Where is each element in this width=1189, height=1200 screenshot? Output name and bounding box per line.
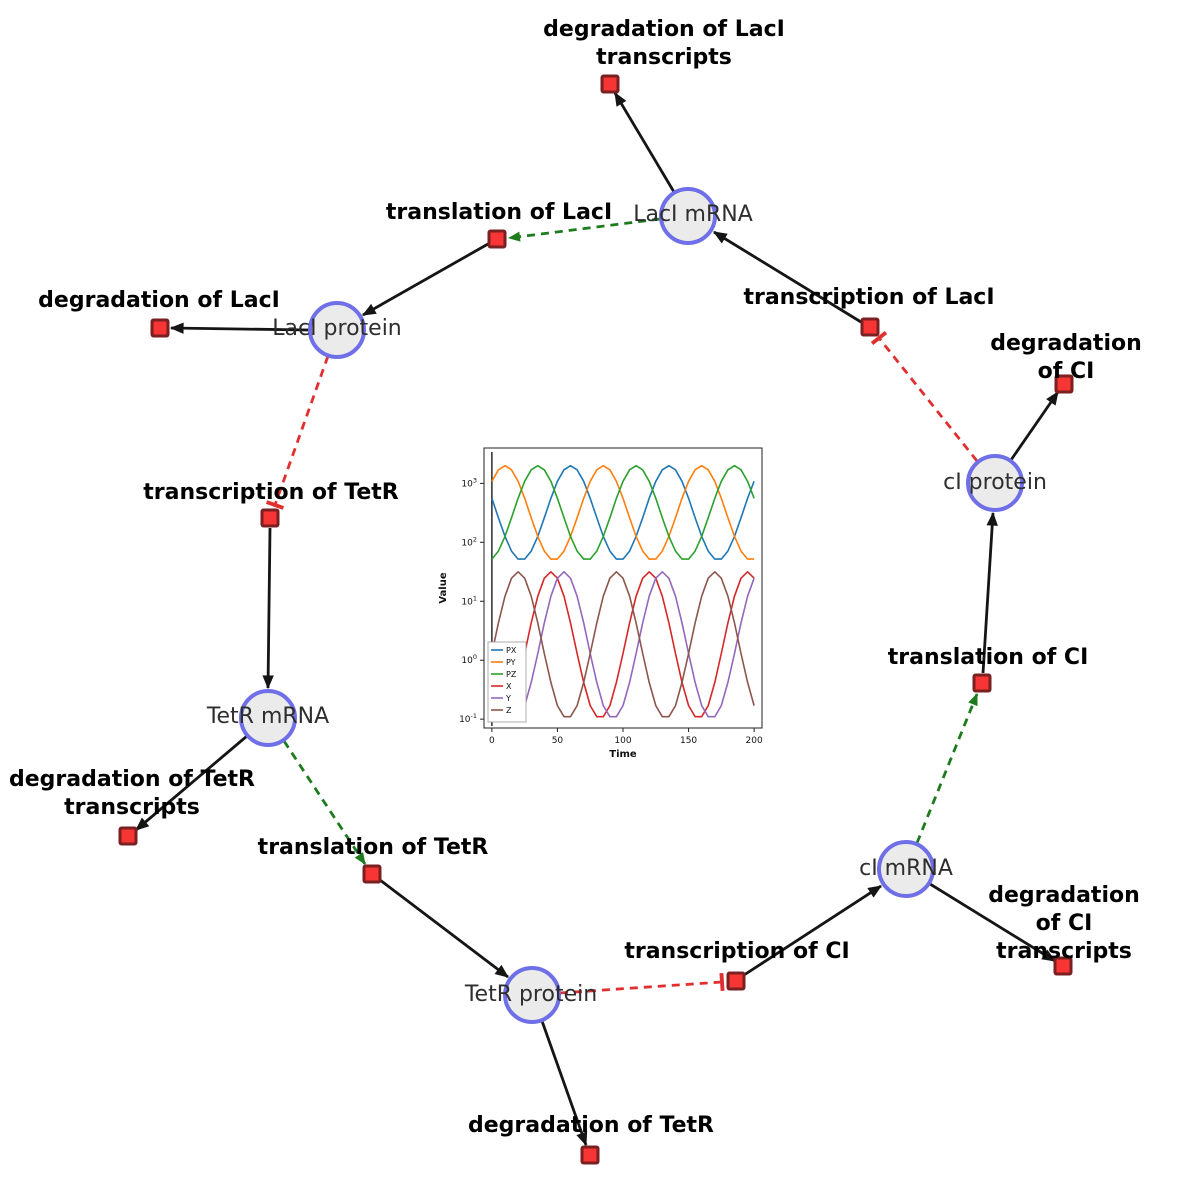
svg-text:102: 102 bbox=[461, 535, 477, 548]
species-label-laci-protein: LacI protein bbox=[272, 315, 402, 341]
reaction-node-transcription-tetr[interactable] bbox=[260, 508, 280, 528]
reaction-label-transcription-tetr: transcription of TetR bbox=[143, 479, 399, 505]
edge-ci-protein-inhibits-transcription-laci bbox=[870, 330, 979, 462]
reaction-node-translation-ci[interactable] bbox=[972, 673, 992, 693]
svg-text:103: 103 bbox=[461, 476, 477, 489]
species-node-tetr-mrna[interactable] bbox=[239, 689, 297, 747]
svg-text:200: 200 bbox=[746, 736, 763, 746]
svg-text:100: 100 bbox=[614, 736, 631, 746]
svg-text:Z: Z bbox=[506, 706, 512, 715]
edge-translation-laci-to-laci-protein bbox=[362, 242, 489, 317]
species-label-tetr-mrna: TetR mRNA bbox=[206, 703, 330, 729]
species-label-ci-protein: cI protein bbox=[943, 469, 1047, 495]
reaction-node-deg-laci-tx[interactable] bbox=[600, 74, 620, 94]
reaction-node-deg-ci[interactable] bbox=[1054, 374, 1074, 394]
species-node-tetr-protein[interactable] bbox=[503, 966, 561, 1024]
edge-translation-ci-to-ci-protein bbox=[981, 511, 998, 674]
reaction-node-deg-tetr-tx[interactable] bbox=[118, 826, 138, 846]
svg-text:X: X bbox=[506, 682, 512, 691]
species-label-tetr-protein: TetR protein bbox=[464, 981, 598, 1007]
svg-text:PX: PX bbox=[506, 646, 517, 655]
reaction-label-deg-ci-tx: degradation of CI transcripts bbox=[988, 882, 1140, 965]
edge-ci-mrna-to-deg-ci-tx bbox=[929, 882, 1056, 963]
species-node-laci-protein[interactable] bbox=[308, 301, 366, 359]
edge-tetr-mrna-to-deg-tetr-tx bbox=[135, 734, 248, 832]
edge-tetr-mrna-to-translation-tetr bbox=[282, 740, 367, 865]
svg-text:101: 101 bbox=[461, 594, 477, 607]
edge-tetr-protein-to-deg-tetr bbox=[540, 1020, 588, 1147]
species-label-ci-mrna: cI mRNA bbox=[859, 855, 953, 881]
reaction-label-deg-laci: degradation of LacI bbox=[38, 287, 280, 313]
reaction-label-deg-tetr-tx: degradation of TetR transcripts bbox=[8, 766, 256, 820]
reaction-label-transcription-ci: transcription of CI bbox=[624, 938, 850, 964]
svg-text:150: 150 bbox=[680, 736, 697, 746]
svg-text:100: 100 bbox=[461, 653, 477, 666]
reaction-node-translation-laci[interactable] bbox=[487, 229, 507, 249]
reaction-node-deg-ci-tx[interactable] bbox=[1053, 956, 1073, 976]
svg-text:50: 50 bbox=[552, 736, 564, 746]
edge-ci-mrna-to-translation-ci bbox=[915, 693, 979, 844]
reaction-label-transcription-laci: transcription of LacI bbox=[743, 284, 995, 310]
svg-text:PY: PY bbox=[506, 658, 516, 667]
edge-translation-tetr-to-tetr-protein bbox=[379, 878, 509, 979]
reaction-label-translation-tetr: translation of TetR bbox=[257, 834, 489, 860]
reaction-node-deg-laci[interactable] bbox=[150, 318, 170, 338]
reaction-label-deg-ci: degradation of CI bbox=[990, 330, 1142, 384]
svg-text:PZ: PZ bbox=[506, 670, 517, 679]
edge-laci-mrna-to-deg-laci-tx bbox=[613, 92, 676, 193]
reaction-node-deg-tetr[interactable] bbox=[580, 1145, 600, 1165]
edge-laci-protein-to-deg-laci bbox=[169, 322, 310, 334]
reaction-label-deg-laci-tx: degradation of LacI transcripts bbox=[543, 16, 785, 70]
species-node-laci-mrna[interactable] bbox=[659, 187, 717, 245]
species-label-laci-mrna: LacI mRNA bbox=[633, 201, 753, 227]
species-node-ci-mrna[interactable] bbox=[877, 840, 935, 898]
svg-text:0: 0 bbox=[489, 736, 495, 746]
edge-laci-mrna-to-translation-laci bbox=[508, 217, 661, 242]
reaction-node-transcription-ci[interactable] bbox=[726, 971, 746, 991]
reaction-label-translation-laci: translation of LacI bbox=[385, 199, 613, 225]
edge-transcription-ci-to-ci-mrna bbox=[743, 884, 882, 977]
reaction-node-transcription-laci[interactable] bbox=[860, 317, 880, 337]
species-node-ci-protein[interactable] bbox=[966, 454, 1024, 512]
svg-text:Value: Value bbox=[438, 572, 449, 603]
svg-text:10-1: 10-1 bbox=[459, 712, 477, 725]
svg-text:Time: Time bbox=[609, 749, 637, 760]
reaction-label-deg-tetr: degradation of TetR bbox=[467, 1112, 715, 1138]
svg-text:Y: Y bbox=[505, 694, 511, 703]
edge-transcription-laci-to-laci-mrna bbox=[713, 230, 862, 324]
edge-laci-protein-inhibits-transcription-tetr bbox=[265, 355, 330, 510]
edge-transcription-tetr-to-tetr-mrna bbox=[262, 527, 274, 690]
edge-ci-protein-to-deg-ci bbox=[1009, 391, 1060, 461]
reaction-node-translation-tetr[interactable] bbox=[362, 864, 382, 884]
reaction-label-translation-ci: translation of CI bbox=[887, 644, 1089, 670]
